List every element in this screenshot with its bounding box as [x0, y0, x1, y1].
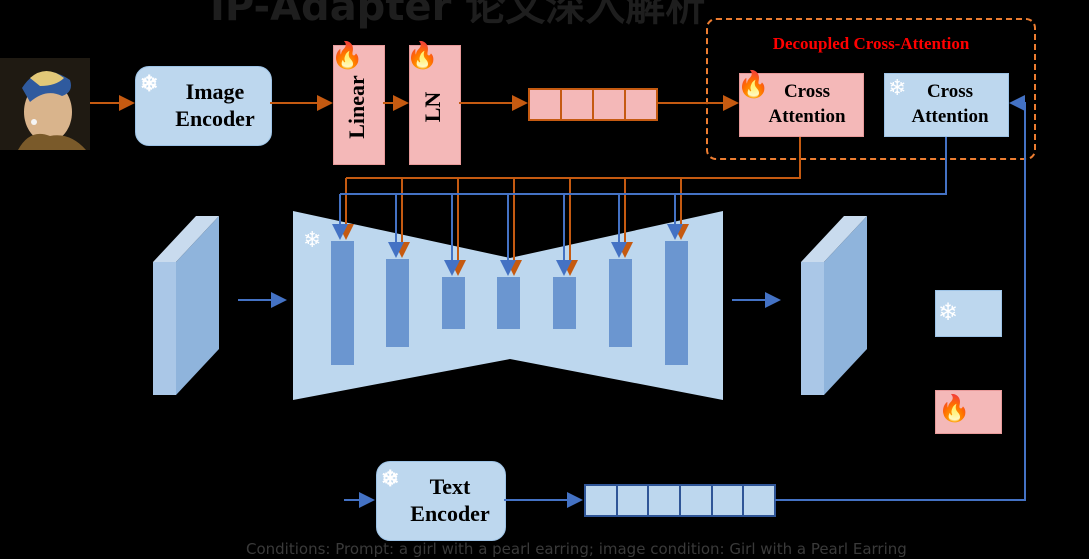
legend-trainable-swatch: 🔥: [935, 390, 1002, 434]
image-encoder-label-line1: Image: [185, 79, 245, 104]
fire-icon: 🔥: [406, 41, 439, 71]
image-feature-tokens: [528, 88, 658, 121]
text-encoder-label-line1: Text: [429, 474, 471, 499]
decoupled-cross-attention-title: Decoupled Cross-Attention: [772, 34, 970, 53]
image-attention-bus: [346, 137, 801, 179]
fire-icon: 🔥: [938, 394, 971, 424]
page-title: IP-Adapter 论文深入解析: [210, 0, 706, 30]
image-encoder-label-line2: Encoder: [175, 106, 255, 131]
snowflake-icon: ❄: [381, 466, 400, 491]
fire-icon: 🔥: [737, 70, 770, 100]
image-encoder-box: ❄ Image Encoder: [135, 66, 272, 146]
arrow-text-tokens-to-cross-attention: [775, 95, 1026, 501]
snowflake-icon: ❄: [140, 71, 159, 96]
fire-icon: 🔥: [331, 41, 364, 71]
frozen-cross-attention-line2: Attention: [911, 106, 989, 127]
input-latent-slab: [153, 216, 219, 395]
unet-blocks: [331, 241, 688, 365]
text-feature-tokens: [584, 484, 776, 517]
decoupled-cross-attention-frame: [706, 18, 1036, 160]
trainable-cross-attention-line2: Attention: [768, 106, 846, 127]
layer-norm: [409, 45, 461, 165]
text-encoder-label-line2: Encoder: [410, 501, 490, 526]
legend-frozen-swatch: ❄: [935, 290, 1002, 337]
footer-caption: Conditions: Prompt: a girl with a pearl …: [246, 540, 907, 558]
snowflake-icon: ❄: [303, 228, 321, 253]
trainable-cross-attention-line1: Cross: [783, 81, 831, 102]
frozen-cross-attention-line1: Cross: [926, 81, 974, 102]
output-latent-slab: [801, 216, 867, 395]
text-attention-drops: [332, 194, 683, 276]
input-image-thumbnail: [0, 58, 90, 150]
frozen-cross-attention-box: [884, 73, 1009, 137]
linear-layer: [333, 45, 385, 165]
snowflake-icon: ❄: [938, 298, 959, 326]
text-attention-bus: [340, 137, 947, 195]
snowflake-icon: ❄: [888, 76, 907, 101]
trainable-cross-attention-box: [739, 73, 864, 137]
girl-portrait-image: [0, 58, 90, 150]
text-encoder-box: ❄ Text Encoder: [376, 461, 506, 541]
